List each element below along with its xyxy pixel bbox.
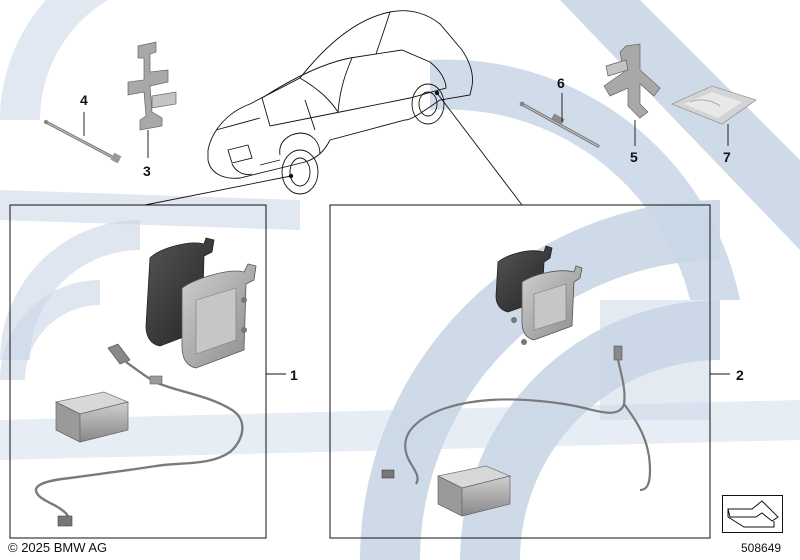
parts-box-front (54, 391, 130, 443)
callout-3: 3 (143, 163, 151, 179)
rear-wear-sensor-cable-icon (381, 345, 652, 492)
callout-1: 1 (290, 367, 298, 383)
diagram-reference-number: 508649 (741, 541, 782, 555)
rear-kit-frame (329, 204, 711, 539)
arrow-nav-icon[interactable] (722, 495, 783, 533)
car-outline-icon (207, 10, 473, 195)
callout-6: 6 (557, 75, 565, 91)
leader-rear (436, 92, 523, 206)
front-kit-frame (9, 204, 267, 539)
copyright-text: © 2025 BMW AG (8, 540, 108, 555)
clip-right-part (603, 43, 661, 119)
callout-7: 7 (723, 149, 731, 165)
callout-5: 5 (630, 149, 638, 165)
callout-4: 4 (80, 92, 88, 108)
pin-left-part (43, 119, 122, 164)
grease-sachet-icon (670, 85, 757, 125)
clip-left-part (127, 41, 177, 131)
brake-pad-icon (145, 237, 257, 369)
rear-brake-pad-icon (495, 245, 583, 345)
pin-right-part (519, 101, 600, 148)
parts-box-rear (436, 465, 512, 517)
wear-sensor-cable-icon (34, 343, 244, 527)
leader-front (144, 175, 292, 206)
callout-2: 2 (736, 367, 744, 383)
